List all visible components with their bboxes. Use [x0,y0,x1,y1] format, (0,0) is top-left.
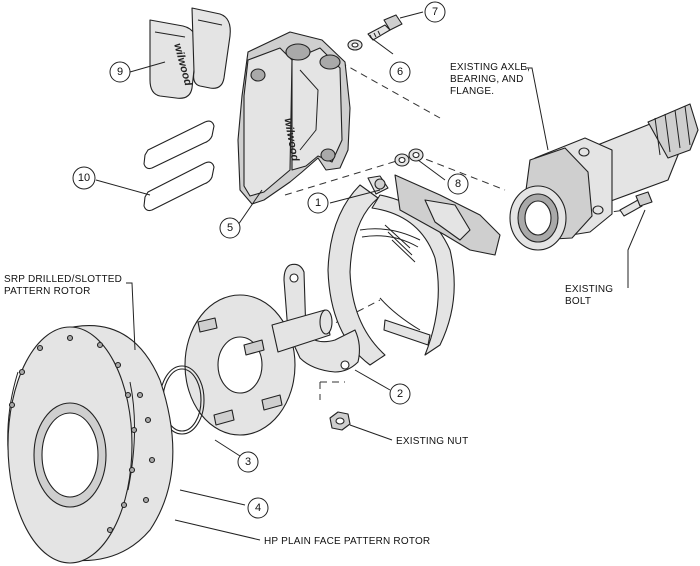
existing-nut [329,411,351,431]
brake-pad-front: wilwood [149,19,198,99]
callout-7: 7 [424,1,446,23]
label-existing-axle: EXISTING AXLE, BEARING, AND FLANGE. [450,62,530,97]
callout-2: 2 [389,383,411,405]
callout-9: 9 [109,61,131,83]
bolt-label-line-2: BOLT [565,296,591,307]
washer-6 [347,39,363,51]
callout-3: 3 [237,451,259,473]
callout-10: 10 [72,166,96,190]
srp-label-line-1: SRP DRILLED/SLOTTED [4,274,122,285]
leader-lines [95,11,646,541]
svg-text:4: 4 [255,502,261,514]
label-existing-nut: EXISTING NUT [396,436,468,447]
srp-label-line-2: PATTERN ROTOR [4,286,91,297]
svg-text:6: 6 [397,66,403,78]
svg-text:3: 3 [245,456,251,468]
svg-text:2: 2 [397,388,403,400]
label-hp-rotor: HP PLAIN FACE PATTERN ROTOR [264,536,430,547]
svg-text:9: 9 [117,66,123,78]
existing-bolt [619,191,653,217]
callout-1: 1 [307,192,329,214]
axle-label-line-1: EXISTING AXLE, [450,62,530,73]
svg-text:8: 8 [455,178,461,190]
svg-text:1: 1 [315,197,321,209]
rotor-drill-holes [8,334,156,534]
rotor [7,325,174,564]
label-srp-rotor: SRP DRILLED/SLOTTED PATTERN ROTOR [4,274,122,297]
svg-text:5: 5 [227,222,233,234]
bolt-label-line-1: EXISTING [565,284,613,295]
callout-4: 4 [247,497,269,519]
caliper: wilwood [237,31,351,205]
caliper-bracket [283,263,361,373]
callout-8: 8 [447,173,469,195]
anti-rattle-clips [143,120,215,212]
brake-pad-rear [191,7,231,89]
caliper-bolt [367,14,403,41]
svg-text:10: 10 [78,172,90,184]
axle-label-line-2: BEARING, AND [450,74,524,85]
axle-label-line-3: FLANGE. [450,86,494,97]
parking-brake-assembly [327,174,501,366]
svg-text:7: 7 [432,6,438,18]
callout-6: 6 [389,61,411,83]
callout-5: 5 [219,217,241,239]
label-existing-bolt: EXISTING BOLT [565,284,613,307]
washers-8 [394,148,424,167]
hub-adapter [184,294,333,436]
axle-assembly [509,103,699,251]
